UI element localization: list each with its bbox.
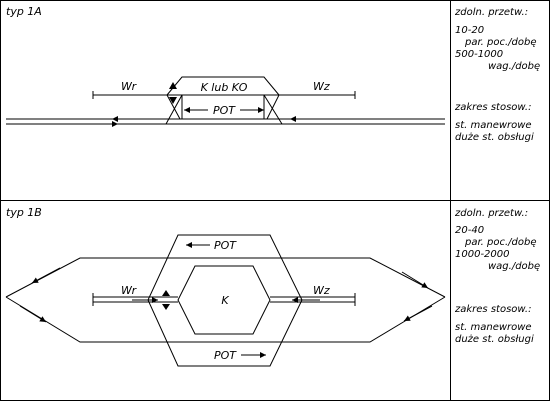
wz-label-1b: Wz [313, 284, 330, 297]
outer-arrow-top-right [401, 271, 429, 289]
wr-label-1b: Wr [121, 284, 138, 297]
hump-marker-1b [162, 290, 170, 310]
panel-typ-1b: typ 1B Wr Wz [5, 206, 540, 367]
capacity-heading-1b: zdoln. przetw.: [454, 208, 528, 219]
pot-bottom-label-1b: POT [214, 349, 237, 362]
panel-1a-title: typ 1A [6, 5, 42, 18]
outer-arrow-bottom-right [403, 305, 433, 322]
k-hexagon [177, 265, 271, 335]
capacity-pairs-unit-1a: par. poc./dobę [464, 37, 537, 48]
capacity-heading-1a: zdoln. przetw.: [454, 7, 528, 18]
wr-label-1a: Wr [121, 80, 138, 93]
main-tracks [6, 118, 445, 125]
center-label-1a: K lub KO [201, 81, 248, 94]
hump-marker-1a [169, 82, 177, 104]
pot-label-1a: POT [213, 104, 236, 117]
scope-line1-1b: st. manewrowe [455, 322, 532, 333]
capacity-wagons-value-1b: 1000-2000 [455, 249, 510, 260]
outer-arrow-bottom-left [19, 305, 47, 323]
scope-heading-1a: zakres stosow.: [454, 102, 531, 113]
capacity-wagons-value-1a: 500-1000 [455, 49, 503, 60]
scope-line2-1a: duże st. obsługi [455, 132, 534, 143]
scope-heading-1b: zakres stosow.: [454, 304, 531, 315]
capacity-pairs-value-1a: 10-20 [455, 25, 484, 36]
yard-lines-1b [92, 293, 356, 306]
capacity-pairs-value-1b: 20-40 [455, 225, 484, 236]
scope-line2-1b: duże st. obsługi [455, 334, 534, 345]
capacity-pairs-unit-1b: par. poc./dobę [464, 237, 537, 248]
outer-arrow-top-left [31, 267, 61, 284]
pot-top-label-1b: POT [214, 239, 237, 252]
center-label-1b: K [221, 294, 229, 307]
panel-1b-title: typ 1B [6, 206, 42, 219]
capacity-wagons-unit-1b: wag./dobę [488, 261, 540, 272]
wz-label-1a: Wz [313, 80, 330, 93]
capacity-wagons-unit-1a: wag./dobę [488, 61, 540, 72]
panel-typ-1a: typ 1A [6, 5, 540, 143]
scope-line1-1a: st. manewrowe [455, 120, 532, 131]
